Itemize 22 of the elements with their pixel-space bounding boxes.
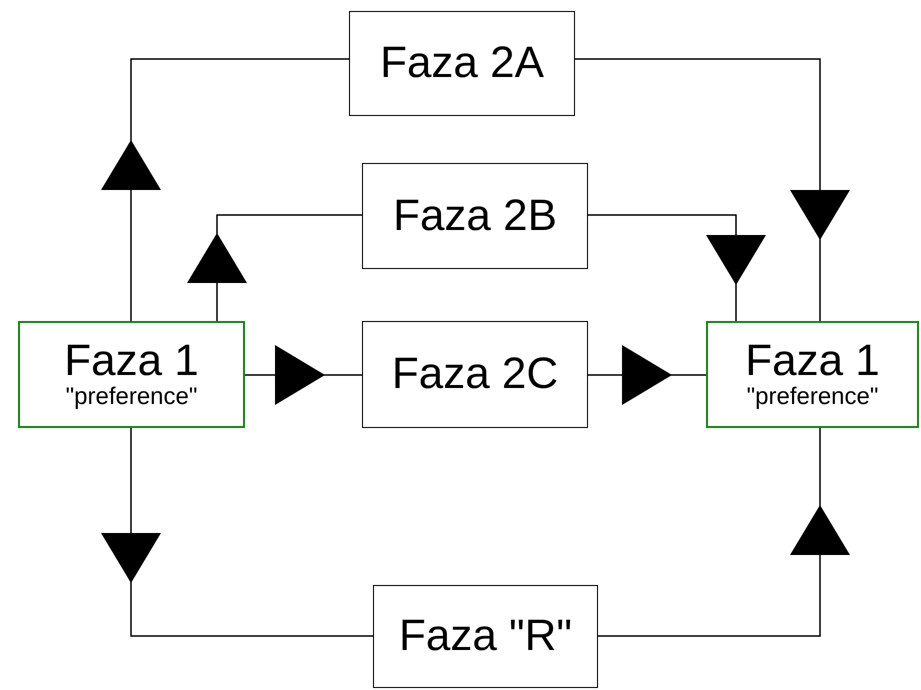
arrow xyxy=(245,345,362,405)
arrow xyxy=(101,58,349,321)
arrow xyxy=(101,428,373,637)
process-box xyxy=(362,163,588,269)
process-box xyxy=(373,585,598,688)
node-title: Faza "R" xyxy=(398,613,572,660)
node-subtitle: "preference" xyxy=(66,384,198,411)
node-title: Faza 2A xyxy=(380,40,544,87)
arrow xyxy=(187,214,362,321)
node-title: Faza 2C xyxy=(392,351,558,398)
process-box xyxy=(349,11,575,116)
arrow xyxy=(575,58,850,321)
node-title: Faza 1 xyxy=(745,338,880,384)
node-subtitle: "preference" xyxy=(746,384,878,411)
arrow xyxy=(588,214,766,321)
node-title: Faza 2B xyxy=(393,192,557,240)
process-box xyxy=(706,321,919,428)
arrow xyxy=(598,428,850,637)
process-box xyxy=(18,321,245,428)
node-title: Faza 1 xyxy=(64,338,199,384)
arrow xyxy=(588,345,706,405)
process-box xyxy=(362,321,588,428)
